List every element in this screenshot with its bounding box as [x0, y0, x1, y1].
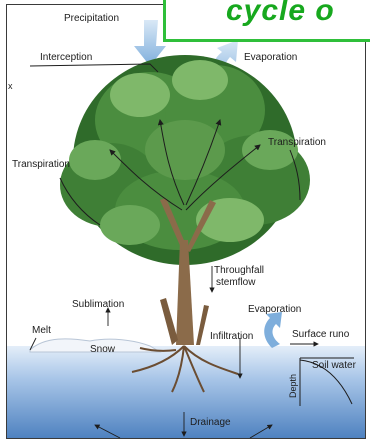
title-box: cycle o	[163, 0, 370, 42]
label-soil-water: Soil water	[312, 361, 356, 371]
label-sublimation: Sublimation	[72, 300, 124, 310]
label-transpiration-right: Transpiration	[268, 138, 326, 148]
label-transpiration-left: Transpiration	[12, 160, 70, 170]
label-evaporation-top: Evaporation	[244, 53, 297, 63]
label-snow: Snow	[90, 345, 115, 355]
title-fragment: cycle o	[226, 0, 335, 26]
label-interception: Interception	[40, 53, 92, 63]
label-depth: Depth	[288, 374, 298, 398]
evaporation-soil-arrow	[264, 312, 282, 348]
label-evaporation-bottom: Evaporation	[248, 305, 301, 315]
label-stemflow: stemflow	[216, 278, 255, 288]
tree-canopy	[60, 55, 310, 265]
label-margin-mark: x	[8, 82, 13, 91]
label-throughfall: Throughfall	[214, 266, 264, 276]
label-melt: Melt	[32, 326, 51, 336]
label-infiltration: Infiltration	[210, 332, 253, 342]
label-surface-runoff: Surface runo	[292, 330, 349, 340]
label-precipitation: Precipitation	[64, 14, 119, 24]
label-drainage: Drainage	[190, 418, 231, 428]
